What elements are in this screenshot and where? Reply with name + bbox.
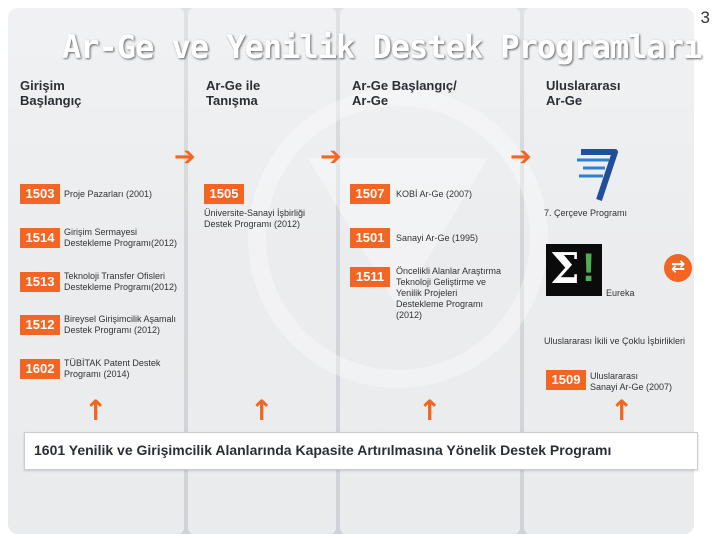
program-code-badge: 1503 (20, 184, 60, 204)
column-heading-1: Girişim Başlangıç (20, 78, 82, 108)
fp7-logo-icon (577, 149, 618, 201)
program-name: Öncelikli Alanlar Araştırma Teknoloji Ge… (396, 266, 502, 320)
program-name: Bireysel Girişimcilik Aşamalı Destek Pro… (64, 314, 177, 335)
arrow-right-icon: ➔ (174, 142, 196, 172)
program-name: Girişim Sermayesi Destekleme Programı(20… (64, 227, 178, 248)
eureka-logo-icon: Σ! (546, 244, 602, 296)
program-code-badge: 1602 (20, 359, 60, 379)
program-code-badge: 1507 (350, 184, 390, 204)
eureka-label: Eureka (606, 288, 635, 298)
bottom-banner-text: 1601 Yenilik ve Girişimcilik Alanlarında… (34, 442, 612, 458)
page-number: 3 (700, 8, 710, 27)
program-code-badge: 1512 (20, 315, 60, 335)
program-code-badge: 1505 (204, 184, 244, 204)
program-code-badge: 1513 (20, 272, 60, 292)
program-name: Uluslararası Sanayi Ar-Ge (2007) (590, 371, 673, 392)
arrow-up-icon: ↑ (610, 394, 634, 427)
column-heading-2: Ar-Ge ile Tanışma (206, 78, 261, 108)
column-heading-4: Uluslararası Ar-Ge (546, 78, 621, 108)
bottom-banner (24, 432, 698, 470)
column-heading-3: Ar-Ge Başlangıç/ Ar-Ge (352, 78, 457, 108)
slide-title: Ar-Ge ve Yenilik Destek Programları (62, 28, 702, 66)
program-name: Proje Pazarları (2001) (64, 189, 153, 199)
program-code-badge: 1501 (350, 228, 390, 248)
watermark-v-shape (308, 158, 488, 308)
program-name: TÜBİTAK Patent Destek Programı (2014) (64, 358, 161, 379)
program-code-badge: 1509 (546, 370, 586, 390)
program-name: KOBİ Ar-Ge (2007) (396, 189, 473, 199)
program-name: Sanayi Ar-Ge (1995) (396, 233, 479, 243)
program-code-badge: 1511 (350, 267, 390, 287)
bilateral-label: Uluslararası İkili ve Çoklu İşbirlikleri (544, 336, 686, 346)
arrow-up-icon: ↑ (250, 394, 274, 427)
bidirectional-arrow-icon: ⇄ (664, 254, 692, 282)
arrow-up-icon: ↑ (418, 394, 442, 427)
arrow-up-icon: ↑ (84, 394, 108, 427)
program-name: Teknoloji Transfer Ofisleri Destekleme P… (64, 271, 178, 292)
fp7-label: 7. Çerçeve Programı (544, 208, 628, 218)
program-code-badge: 1514 (20, 228, 60, 248)
program-name: Üniversite-Sanayi İşbirliği Destek Progr… (204, 208, 306, 229)
arrow-right-icon: ➔ (510, 142, 532, 172)
arrow-right-icon: ➔ (320, 142, 342, 172)
